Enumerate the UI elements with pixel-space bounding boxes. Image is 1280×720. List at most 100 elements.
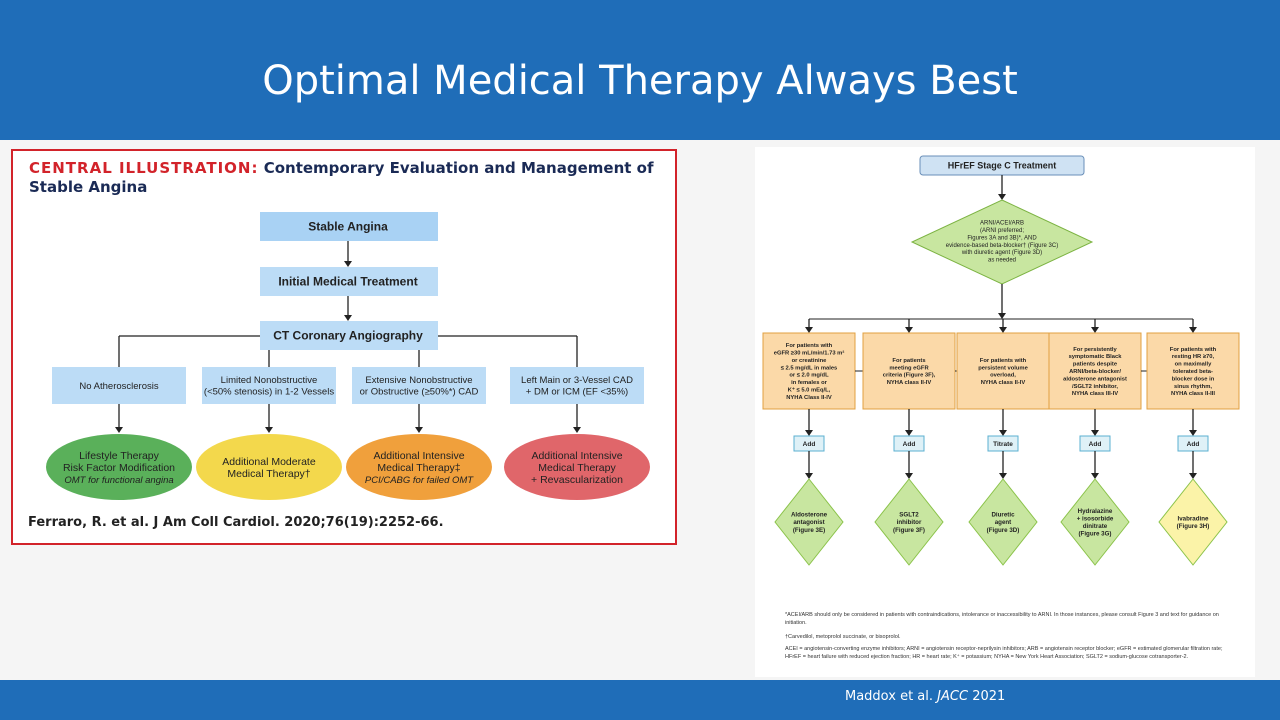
criteria-label-line: NYHA class II-IV bbox=[981, 380, 1026, 386]
central-illustration-heading: CENTRAL ILLUSTRATION: Contemporary Evalu… bbox=[29, 159, 653, 197]
therapy-label-line: Aldosterone bbox=[791, 512, 828, 519]
stable-angina-box bbox=[260, 212, 438, 241]
outcome-ellipse bbox=[504, 434, 650, 500]
criteria-box bbox=[762, 332, 856, 410]
outcome-note: PCI/CABG for failed OMT bbox=[365, 475, 474, 486]
finding-label-line: No Atherosclerosis bbox=[79, 381, 158, 392]
criteria-label-line: symptomatic Black bbox=[1069, 354, 1123, 360]
finding-label-line: Limited Nonobstructive bbox=[221, 375, 318, 386]
main-decision-label-line: with diuretic agent (Figure 3D) bbox=[961, 250, 1042, 256]
arrow-to-criteria-head bbox=[998, 313, 1006, 319]
slide-header: Optimal Medical Therapy Always Best bbox=[0, 0, 1280, 140]
action-label-line: Add bbox=[903, 441, 916, 448]
arrow-to-criteria-box-head bbox=[905, 327, 913, 333]
criteria-label-line: aldosterone antagonist bbox=[1063, 376, 1127, 382]
hfref-top-label-line: HFrEF Stage C Treatment bbox=[948, 161, 1057, 171]
footnote-beta-blocker: †Carvedilol, metoprolol succinate, or bi… bbox=[785, 634, 901, 640]
criteria-label-line: For persistently bbox=[1073, 347, 1117, 353]
reference-citation: Ferraro, R. et al. J Am Coll Cardiol. 20… bbox=[28, 515, 444, 530]
arrow-to-criteria-box-head bbox=[1091, 327, 1099, 333]
action-label-line: Add bbox=[1089, 441, 1102, 448]
therapy-label-line: + isosorbide bbox=[1077, 515, 1114, 522]
citation-year: 2021 bbox=[972, 689, 1006, 704]
finding-label-line: or Obstructive (≥50%*) CAD bbox=[360, 387, 479, 398]
initial-treatment-box bbox=[260, 267, 438, 296]
action-label-line: Titrate bbox=[993, 441, 1013, 448]
main-decision-label-line: as needed bbox=[988, 258, 1016, 264]
therapy-diamond bbox=[1158, 478, 1228, 566]
outcome-ellipse bbox=[346, 434, 492, 500]
criteria-box bbox=[862, 332, 956, 410]
outcome-label-line: Additional Intensive bbox=[531, 450, 622, 462]
outcome-ellipse bbox=[46, 434, 192, 500]
stable-angina-label-line: Stable Angina bbox=[308, 220, 388, 234]
criteria-label-line: on maximally bbox=[1175, 362, 1213, 368]
criteria-box bbox=[1048, 332, 1142, 410]
criteria-label-line: or creatinine bbox=[792, 358, 828, 364]
action-label-line: Add bbox=[1187, 441, 1200, 448]
outcome-label-line: Lifestyle Therapy bbox=[79, 450, 160, 462]
arrow-to-outcome-head bbox=[115, 427, 123, 433]
main-decision-label-line: evidence-based beta-blocker† (Figure 3C) bbox=[946, 243, 1058, 249]
therapy-diamond bbox=[774, 478, 844, 566]
slide-footer: Maddox et al. JACC 2021 bbox=[0, 680, 1280, 720]
outcome-note: OMT for functional angina bbox=[64, 475, 173, 486]
criteria-label-line: For patients with bbox=[1170, 347, 1217, 353]
citation-journal: JACC bbox=[937, 689, 969, 704]
therapy-label-line: (Figure 3E) bbox=[793, 527, 825, 534]
arrow-to-action-head bbox=[1091, 430, 1099, 436]
criteria-label-line: /SGLT2 inhibitor, bbox=[1072, 384, 1118, 390]
therapy-label-line: (Figure 3F) bbox=[893, 527, 925, 534]
criteria-label-line: K⁺ ≤ 5.0 mEq/L, bbox=[788, 387, 831, 394]
criteria-label-line: or ≤ 2.0 mg/dL bbox=[789, 373, 829, 379]
criteria-label-line: NYHA class II-III bbox=[1171, 391, 1215, 397]
arrow-to-therapy-head bbox=[905, 473, 913, 479]
criteria-box bbox=[956, 332, 1050, 410]
therapy-label-line: Ivabradine bbox=[1178, 515, 1210, 522]
arrow-to-ct-angiography-head bbox=[344, 315, 352, 321]
arrow-to-outcome-head bbox=[573, 427, 581, 433]
central-illustration-panel: CENTRAL ILLUSTRATION: Contemporary Evalu… bbox=[11, 149, 677, 545]
outcome-label-line: Additional Moderate bbox=[222, 456, 316, 468]
arrow-to-criteria-box-head bbox=[999, 327, 1007, 333]
citation-authors: Maddox et al. bbox=[845, 689, 934, 704]
therapy-label-line: (Figure 3G) bbox=[1078, 531, 1111, 538]
criteria-label-line: NYHA Class II-IV bbox=[786, 395, 832, 401]
therapy-diamond bbox=[968, 478, 1038, 566]
criteria-label-line: blocker dose in bbox=[1172, 376, 1215, 382]
therapy-label-line: inhibitor bbox=[897, 519, 922, 526]
therapy-label-line: (Figure 3D) bbox=[987, 527, 1020, 534]
action-label-line: Add bbox=[803, 441, 816, 448]
finding-box bbox=[202, 367, 336, 404]
criteria-label-line: NYHA class III-IV bbox=[1072, 391, 1118, 397]
slide-title: Optimal Medical Therapy Always Best bbox=[262, 58, 1018, 104]
criteria-label-line: sinus rhythm, bbox=[1174, 384, 1212, 390]
arrow-to-therapy-head bbox=[805, 473, 813, 479]
therapy-label-line: SGLT2 bbox=[899, 512, 919, 519]
criteria-label-line: For patients with bbox=[980, 358, 1027, 364]
outcome-label-line: Medical Therapy‡ bbox=[377, 462, 460, 474]
arrow-to-therapy-head bbox=[999, 473, 1007, 479]
therapy-label-line: (Figure 3H) bbox=[1177, 523, 1210, 530]
therapy-diamond bbox=[1060, 478, 1130, 566]
hfref-flowchart: HFrEF Stage C TreatmentARNI/ACEI/ARB(ARN… bbox=[762, 155, 1240, 566]
main-decision-label-line: Figures 3A and 3B)*, AND bbox=[967, 235, 1037, 241]
finding-label-line: Extensive Nonobstructive bbox=[365, 375, 472, 386]
therapy-label-line: dinitrate bbox=[1083, 523, 1108, 530]
criteria-label-line: ARNI/beta-blocker/ bbox=[1069, 369, 1121, 375]
arrow-to-criteria-box-head bbox=[805, 327, 813, 333]
arrow-to-outcome-head bbox=[415, 427, 423, 433]
arrow-to-action-head bbox=[1189, 430, 1197, 436]
outcome-label-line: + Revascularization bbox=[531, 474, 623, 486]
criteria-label-line: For patients with bbox=[786, 343, 833, 349]
criteria-label-line: For patients bbox=[892, 358, 925, 364]
arrow-to-action-head bbox=[805, 430, 813, 436]
therapy-label-line: Diuretic bbox=[991, 512, 1015, 519]
therapy-label-line: antagonist bbox=[793, 519, 824, 526]
outcome-ellipse bbox=[196, 434, 342, 500]
arrow-to-action-head bbox=[905, 430, 913, 436]
finding-label-line: Left Main or 3-Vessel CAD bbox=[521, 375, 633, 386]
outcome-label-line: Medical Therapy† bbox=[227, 468, 310, 480]
